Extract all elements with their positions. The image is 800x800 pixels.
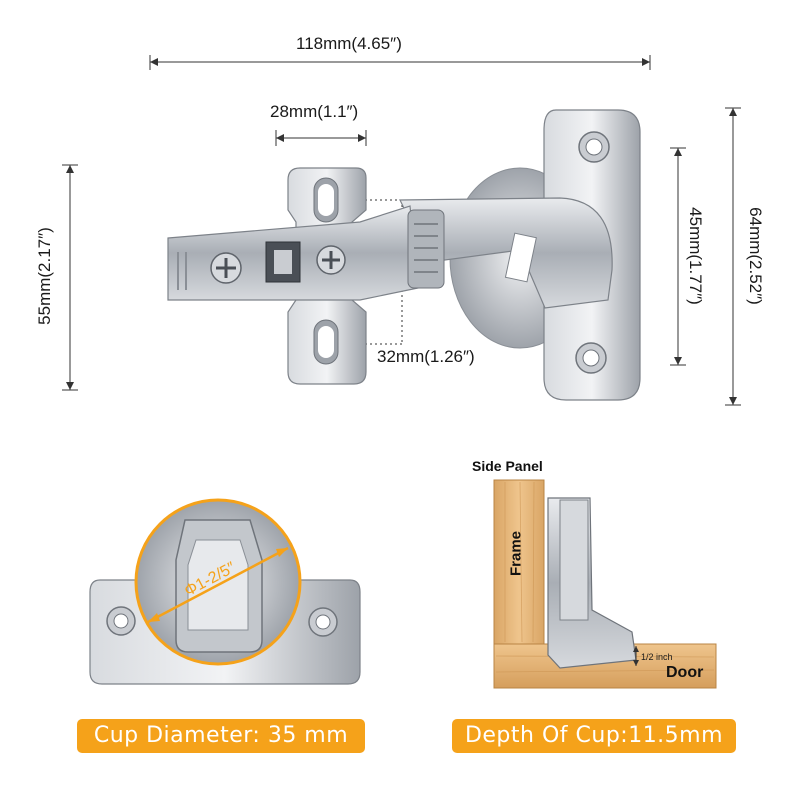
dimension-lines bbox=[62, 55, 741, 406]
dimension-arrows bbox=[66, 58, 737, 405]
cup-view bbox=[89, 498, 361, 685]
dim-plate-inner-height: 45mm(1.77″) bbox=[686, 207, 705, 305]
dim-base-height: 55mm(2.17″) bbox=[35, 227, 54, 325]
cup-depth-caption: Depth Of Cup:11.5mm bbox=[452, 719, 736, 753]
diameter-line bbox=[147, 546, 289, 624]
frame-label: Frame bbox=[507, 530, 525, 577]
dim-hole-spacing: 32mm(1.26″) bbox=[377, 347, 475, 366]
frame-wood bbox=[493, 479, 545, 645]
install-view bbox=[493, 479, 717, 689]
dim-plate-height: 64mm(2.52″) bbox=[746, 207, 765, 305]
screw-right bbox=[316, 245, 346, 275]
screw-left bbox=[210, 252, 242, 284]
side-panel-label: Side Panel bbox=[472, 458, 543, 474]
hinge-knuckle bbox=[407, 209, 445, 289]
dim-overall-length: 118mm(4.65″) bbox=[296, 34, 402, 53]
body-ribs bbox=[177, 252, 187, 290]
cup-diameter-caption: Cup Diameter: 35 mm bbox=[77, 719, 365, 753]
hinge-arm bbox=[399, 197, 613, 309]
overlay-label: 1/2 inch bbox=[641, 652, 673, 662]
door-label: Door bbox=[666, 664, 704, 681]
dim-arm-width: 28mm(1.1″) bbox=[270, 102, 359, 121]
